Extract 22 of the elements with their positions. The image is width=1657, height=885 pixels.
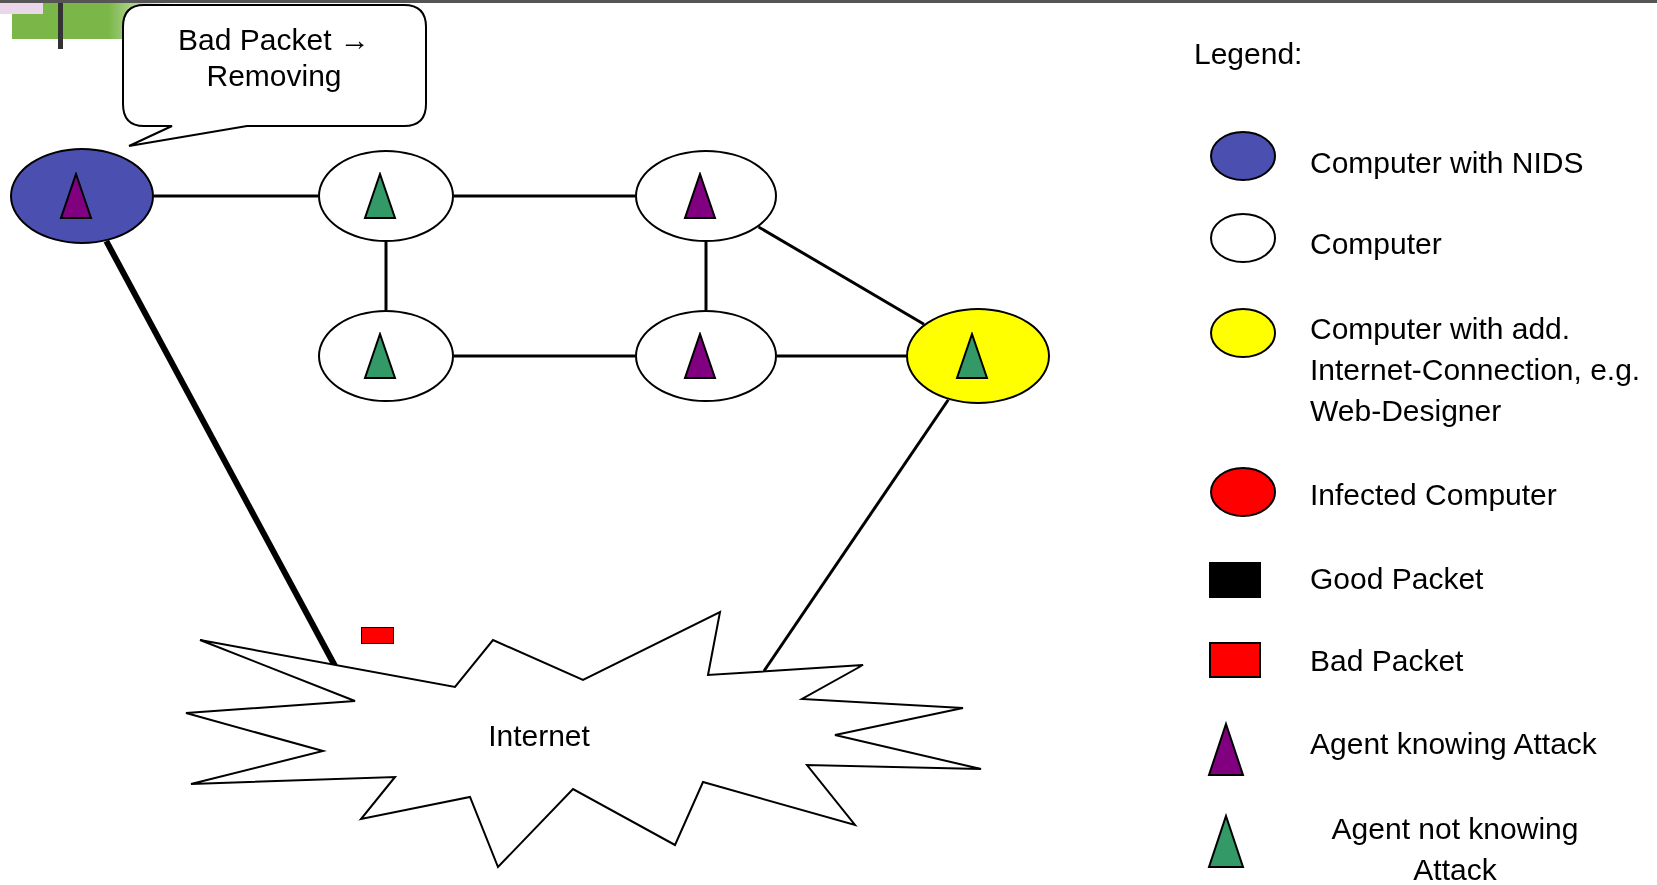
network-link (384, 242, 388, 310)
legend-text: Agent not knowing Attack (1330, 811, 1580, 885)
legend-text: Good Packet (1310, 561, 1484, 597)
legend-heading: Legend: (1194, 36, 1303, 72)
legend-text: Agent knowing Attack (1310, 726, 1597, 762)
starburst-shape (184, 610, 984, 870)
network-link (704, 242, 708, 310)
legend-text: Computer with add. Internet-Connection, e.g. Web-Designer (1310, 311, 1642, 429)
packet-marker (361, 627, 394, 644)
network-link (454, 194, 635, 198)
network-link (762, 398, 950, 672)
speech-bubble (122, 4, 428, 147)
network-link (454, 354, 635, 358)
legend-text: Bad Packet (1310, 643, 1464, 679)
node-label: Internet (487, 718, 591, 754)
legend-text: Infected Computer (1310, 477, 1557, 513)
network-link (154, 194, 318, 198)
legend-text: Computer with NIDS (1310, 145, 1584, 181)
callout-text: Bad Packet → Removing (177, 22, 371, 94)
network-link (757, 225, 925, 326)
network-link (777, 354, 906, 358)
legend-text: Computer (1310, 226, 1442, 262)
